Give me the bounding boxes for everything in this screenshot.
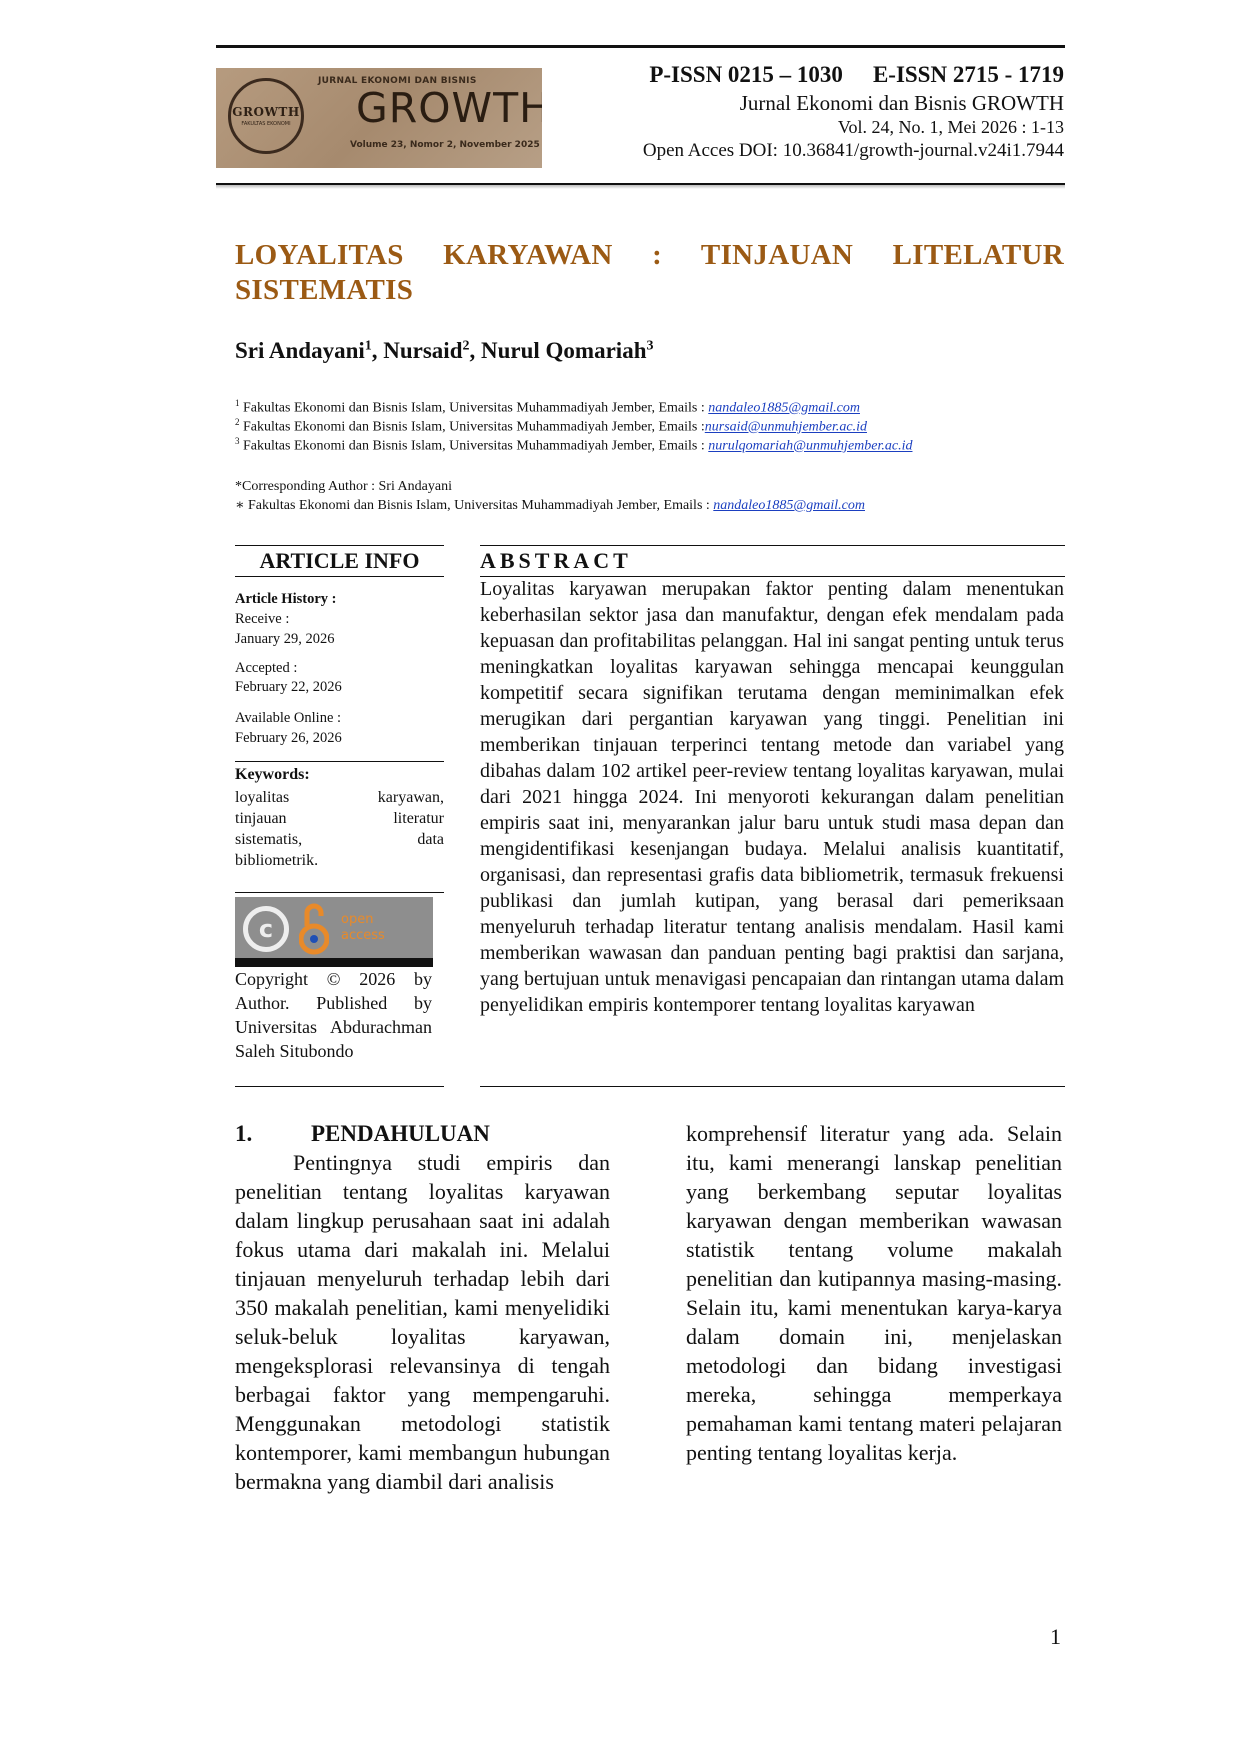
affiliation: 1 Fakultas Ekonomi dan Bisnis Islam, Uni… (235, 394, 860, 418)
volume-line: Vol. 24, No. 1, Mei 2026 : 1-13 (837, 117, 1064, 137)
affiliation-sup: 3 (235, 436, 240, 446)
accepted-label: Accepted : (235, 660, 298, 676)
affiliation-text: Fakultas Ekonomi dan Bisnis Islam, Unive… (243, 419, 705, 435)
logo-kicker: JURNAL EKONOMI DAN BISNIS (318, 76, 477, 86)
receive-label: Receive : (235, 611, 290, 627)
title-line-2: SISTEMATIS (235, 274, 414, 306)
open-access-badge: c open access (235, 897, 433, 967)
affiliation-text: Fakultas Ekonomi dan Bisnis Islam, Unive… (243, 438, 709, 454)
info-rule (235, 761, 444, 762)
abstract-text: Loyalitas karyawan merupakan faktor pent… (480, 578, 1064, 1016)
author-list: Sri Andayani1, Nursaid2, Nurul Qomariah3 (235, 338, 654, 363)
affiliation-sup: 2 (235, 417, 240, 427)
keyword-line: bibliometrik. (235, 852, 319, 869)
e-issn: E-ISSN 2715 - 1719 (872, 62, 1064, 87)
keyword-line: sistematis, data (235, 831, 444, 848)
oa-label-line: access (341, 928, 385, 943)
keywords-list: loyalitas karyawan, tinjauan literatur s… (235, 787, 444, 871)
journal-logo: GROWTH FAKULTAS EKONOMI JURNAL EKONOMI D… (216, 68, 542, 168)
logo-issue: Volume 23, Nomor 2, November 2025 (350, 140, 540, 150)
abstract-rule (480, 545, 1065, 546)
info-rule (235, 892, 444, 893)
abstract-rule (480, 1086, 1065, 1087)
email-link[interactable]: nandaleo1885@gmail.com (708, 400, 860, 416)
header-rule-shadow (216, 185, 1065, 189)
header-bottom-rule (216, 183, 1065, 185)
creative-commons-icon: c (243, 906, 289, 952)
corresponding-affiliation: ∗ Fakultas Ekonomi dan Bisnis Islam, Uni… (235, 497, 865, 514)
corresponding-affiliation-text: ∗ Fakultas Ekonomi dan Bisnis Islam, Uni… (235, 498, 714, 513)
open-access-label: open access (341, 912, 385, 944)
author-name: Nurul Qomariah (481, 338, 647, 363)
logo-seal: GROWTH FAKULTAS EKONOMI (228, 78, 304, 154)
keyword-line: tinjauan literatur (235, 810, 444, 827)
online-date: February 26, 2026 (235, 730, 342, 746)
badge-bottom-bar (235, 958, 433, 967)
keyword-line: loyalitas karyawan, (235, 789, 444, 806)
affiliation: 3 Fakultas Ekonomi dan Bisnis Islam, Uni… (235, 432, 912, 456)
logo-word: GROWTH (356, 84, 542, 132)
doi-line: Open Acces DOI: 10.36841/growth-journal.… (642, 140, 1064, 161)
journal-name: Jurnal Ekonomi dan Bisnis GROWTH (739, 91, 1064, 115)
author-sup: 1 (364, 338, 372, 354)
oa-label-line: open (341, 912, 374, 927)
accepted-date: February 22, 2026 (235, 679, 342, 695)
article-title: LOYALITAS KARYAWAN : TINJAUAN LITELATUR … (235, 238, 1064, 308)
logo-seal-word: GROWTH (232, 105, 300, 119)
corresponding-author: *Corresponding Author : Sri Andayani (235, 479, 452, 494)
history-label: Article History : (235, 591, 337, 607)
email-link[interactable]: nursaid@unmuhjember.ac.id (704, 419, 867, 435)
section-number: 1. (235, 1121, 253, 1146)
issn-line: P-ISSN 0215 – 1030 E-ISSN 2715 - 1719 (649, 62, 1064, 88)
receive-date: January 29, 2026 (235, 631, 335, 647)
title-line-1: LOYALITAS KARYAWAN : TINJAUAN LITELATUR (235, 239, 1064, 271)
body-column-left: Pentingnya studi empiris dan penelitian … (235, 1150, 610, 1494)
info-rule (235, 545, 444, 546)
page-number: 1 (1050, 1624, 1061, 1649)
author-name: Sri Andayani (235, 338, 365, 363)
author-sup: 3 (646, 338, 654, 354)
cc-letter: c (258, 915, 274, 943)
online-label: Available Online : (235, 710, 342, 726)
abstract-rule (480, 576, 1065, 577)
email-link[interactable]: nurulqomariah@unmuhjember.ac.id (708, 438, 913, 454)
section-heading: 1. PENDAHULUAN (235, 1121, 490, 1147)
p-issn: P-ISSN 0215 – 1030 (649, 62, 843, 87)
author-sup: 2 (462, 338, 470, 354)
section-title: PENDAHULUAN (311, 1121, 490, 1146)
email-link[interactable]: nandaleo1885@gmail.com (713, 498, 865, 513)
affiliation: 2 Fakultas Ekonomi dan Bisnis Islam, Uni… (235, 413, 867, 437)
header-top-rule (216, 45, 1065, 48)
info-rule (235, 576, 444, 577)
copyright-notice: Copyright © 2026 by Author. Published by… (235, 969, 432, 1061)
info-rule (235, 1086, 444, 1087)
author-name: Nursaid (383, 338, 463, 363)
article-info-heading: ARTICLE INFO (259, 548, 420, 573)
body-column-right: komprehensif literatur yang ada. Selain … (686, 1121, 1062, 1465)
affiliation-text: Fakultas Ekonomi dan Bisnis Islam, Unive… (243, 400, 709, 416)
logo-seal-sub: FAKULTAS EKONOMI (241, 121, 291, 127)
open-access-lock-icon (299, 903, 329, 955)
abstract-heading: ABSTRACT (480, 548, 632, 573)
affiliation-sup: 1 (235, 398, 240, 408)
keywords-label: Keywords: (235, 766, 310, 783)
